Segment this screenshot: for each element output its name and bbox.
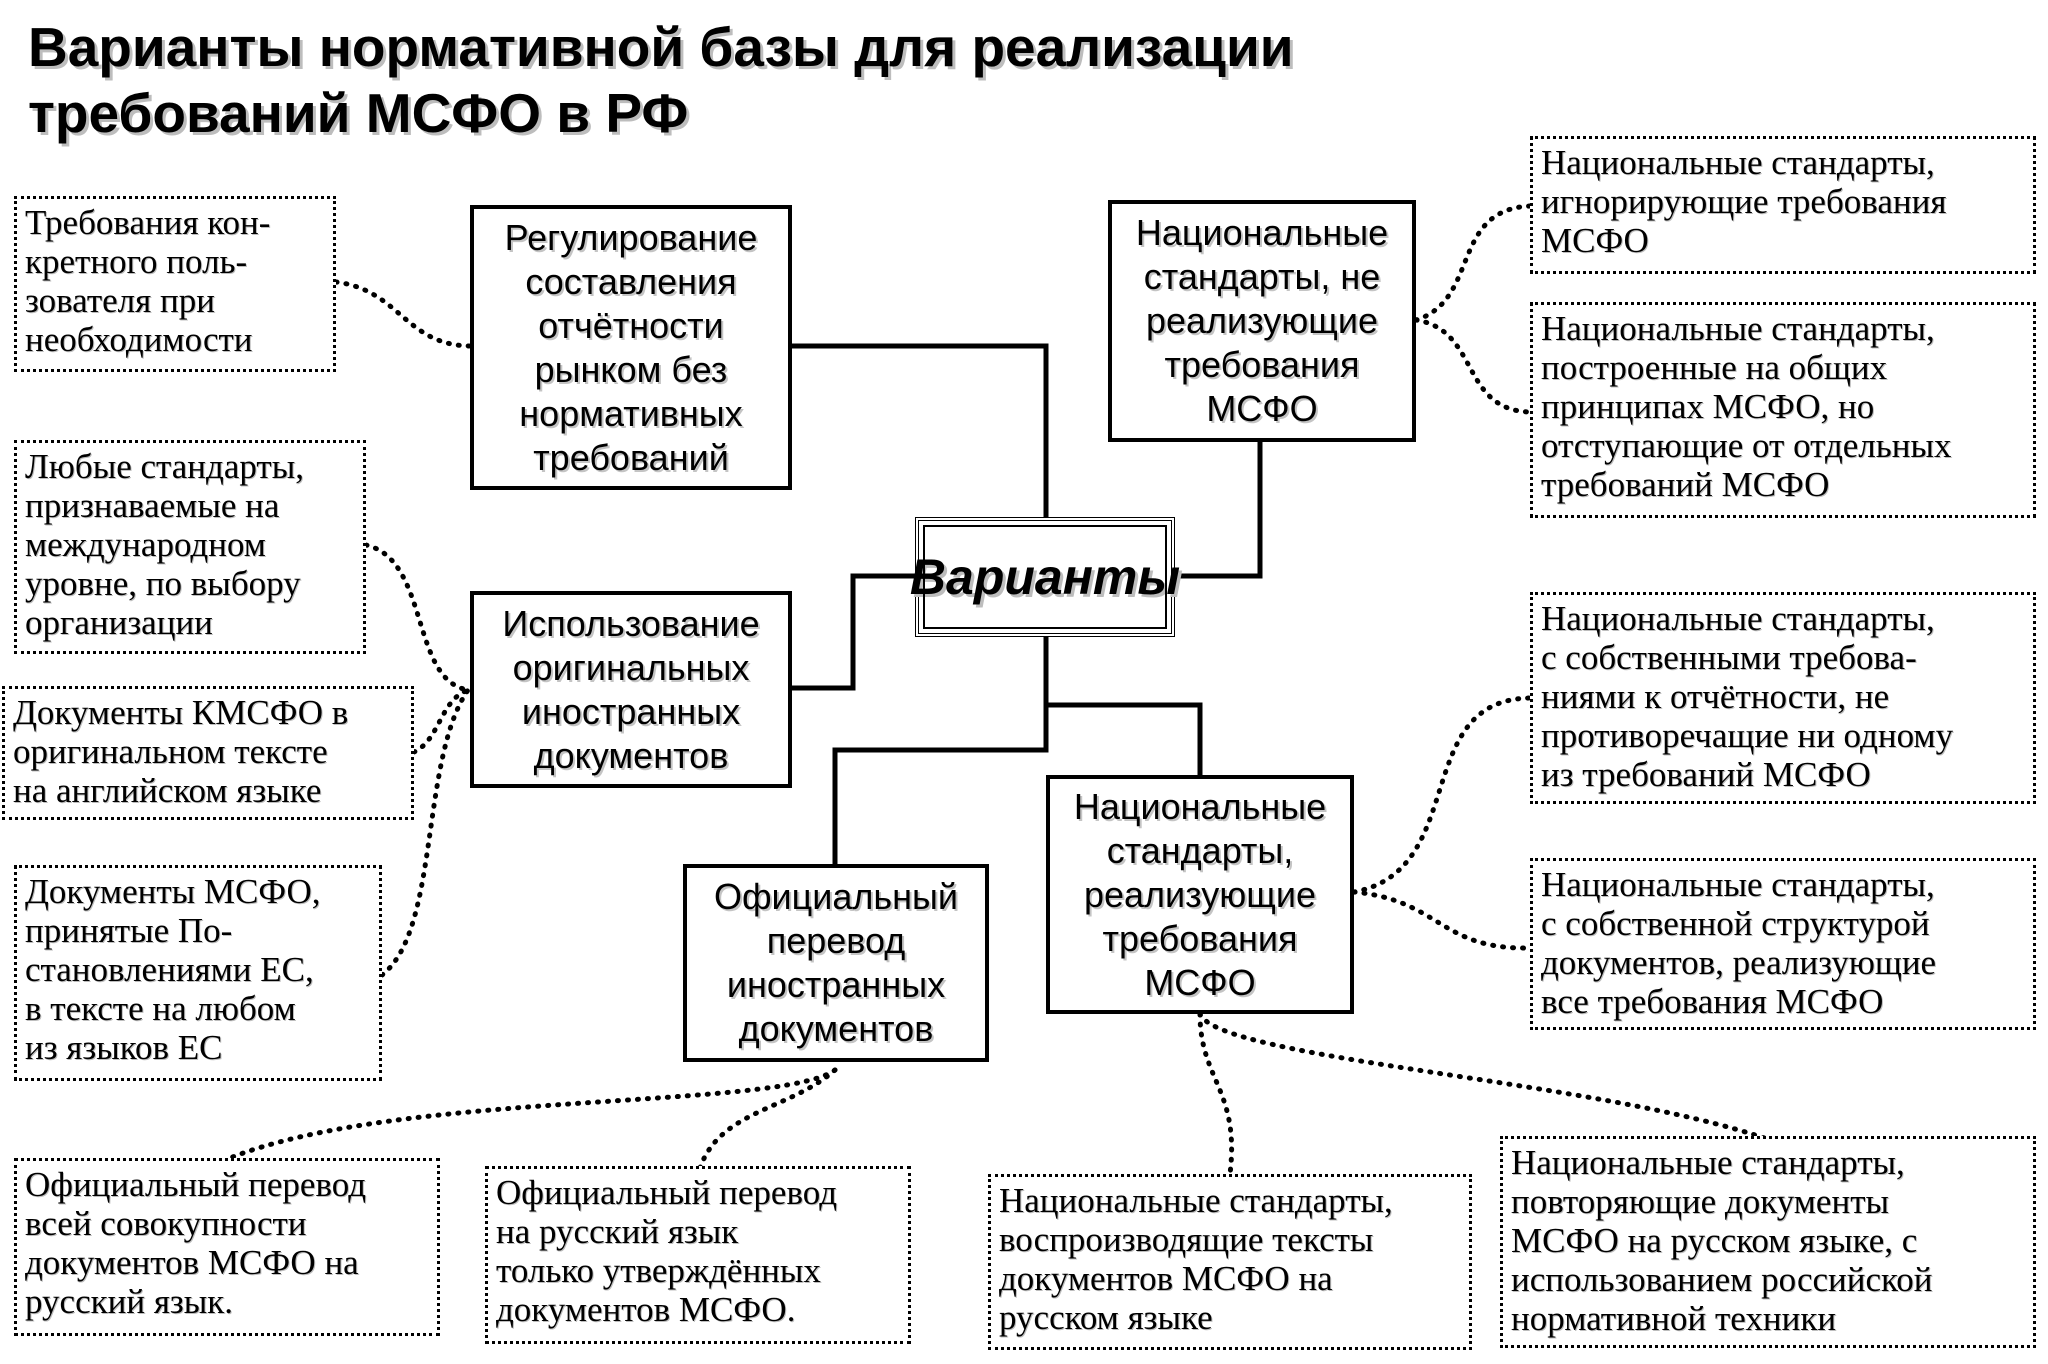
link-center-national-not (1171, 437, 1263, 579)
detail-own-struct-text: Национальные стандарты, с собственной ст… (1541, 865, 1937, 1021)
center-label: Варианты (909, 549, 1181, 605)
link-center-official (832, 633, 1049, 871)
dotted-link-any-std (363, 542, 471, 693)
page-title: Варианты нормативной базы для реализации… (28, 16, 1294, 144)
dotted-link-own-req (1351, 695, 1533, 895)
option-official-box: Официальный перевод иностранных документ… (683, 864, 989, 1062)
detail-repeat: Национальные стандарты, повторяющие доку… (1500, 1136, 2036, 1348)
option-official-label: Официальный перевод иностранных документ… (713, 876, 959, 1049)
detail-deviate-text: Национальные стандарты, построенные на о… (1541, 309, 1952, 504)
dotted-link-eu-docs (379, 687, 471, 978)
detail-approved-transl: Официальный перевод на русский язык толь… (485, 1166, 911, 1344)
detail-user-req-text: Требования кон- кретного поль- зователя … (25, 203, 271, 359)
detail-kmsfo: Документы КМСФО в оригинальном тексте на… (2, 686, 414, 820)
option-national-not-label: Национальные стандарты, не реализующие т… (1135, 212, 1389, 429)
detail-repeat-text: Национальные стандарты, повторяющие доку… (1511, 1143, 1933, 1338)
detail-full-transl: Официальный перевод всей совокупности до… (14, 1158, 440, 1336)
detail-any-std: Любые стандарты, признаваемые на междуна… (14, 440, 366, 654)
detail-own-req-text: Национальные стандарты, с собственными т… (1541, 599, 1954, 794)
option-original-box: Использование оригинальных иностранных д… (470, 591, 792, 788)
detail-ignore-text: Национальные стандарты, игнорирующие тре… (1541, 143, 1947, 260)
detail-own-struct: Национальные стандарты, с собственной ст… (1530, 858, 2036, 1030)
dotted-link-full-transl (227, 1067, 838, 1161)
option-original-label: Использование оригинальных иностранных д… (502, 602, 760, 776)
detail-kmsfo-text: Документы КМСФО в оригинальном тексте на… (13, 693, 349, 810)
dotted-link-ignore (1413, 203, 1533, 323)
dotted-link-reproduce (1197, 1011, 1234, 1177)
detail-reproduce-text: Национальные стандарты, воспроизводящие … (999, 1181, 1393, 1337)
detail-eu-docs: Документы МСФО, принятые По- становления… (14, 865, 382, 1081)
detail-user-req: Требования кон- кретного поль- зователя … (14, 196, 336, 372)
dotted-link-own-struct (1351, 889, 1533, 951)
detail-any-std-text: Любые стандарты, признаваемые на междуна… (25, 447, 304, 642)
option-national-not-box: Национальные стандарты, не реализующие т… (1108, 200, 1416, 442)
dotted-link-user-req (333, 279, 473, 349)
detail-reproduce: Национальные стандарты, воспроизводящие … (988, 1174, 1472, 1350)
option-market-label: Регулирование составления отчётности рын… (504, 216, 758, 478)
detail-deviate: Национальные стандарты, построенные на о… (1530, 302, 2036, 518)
detail-full-transl-text: Официальный перевод всей совокупности до… (25, 1165, 367, 1321)
dotted-link-repeat (1197, 1011, 1773, 1143)
link-center-market (789, 343, 1049, 520)
link-center-original (788, 573, 918, 691)
dotted-link-kmsfo (411, 687, 471, 755)
dotted-link-approved-transl (697, 1067, 838, 1171)
detail-approved-transl-text: Официальный перевод на русский язык толь… (496, 1173, 838, 1329)
detail-own-req: Национальные стандарты, с собственными т… (1530, 592, 2036, 804)
option-market-box: Регулирование составления отчётности рын… (470, 205, 792, 490)
option-national-yes-box: Национальные стандарты, реализующие треб… (1046, 775, 1354, 1014)
detail-ignore: Национальные стандарты, игнорирующие тре… (1530, 136, 2036, 274)
link-center-national-yes (1043, 702, 1203, 778)
detail-eu-docs-text: Документы МСФО, принятые По- становления… (25, 872, 321, 1067)
center-box: Варианты (910, 517, 1180, 637)
option-national-yes-label: Национальные стандарты, реализующие треб… (1073, 785, 1327, 1003)
dotted-link-deviate (1413, 317, 1533, 415)
